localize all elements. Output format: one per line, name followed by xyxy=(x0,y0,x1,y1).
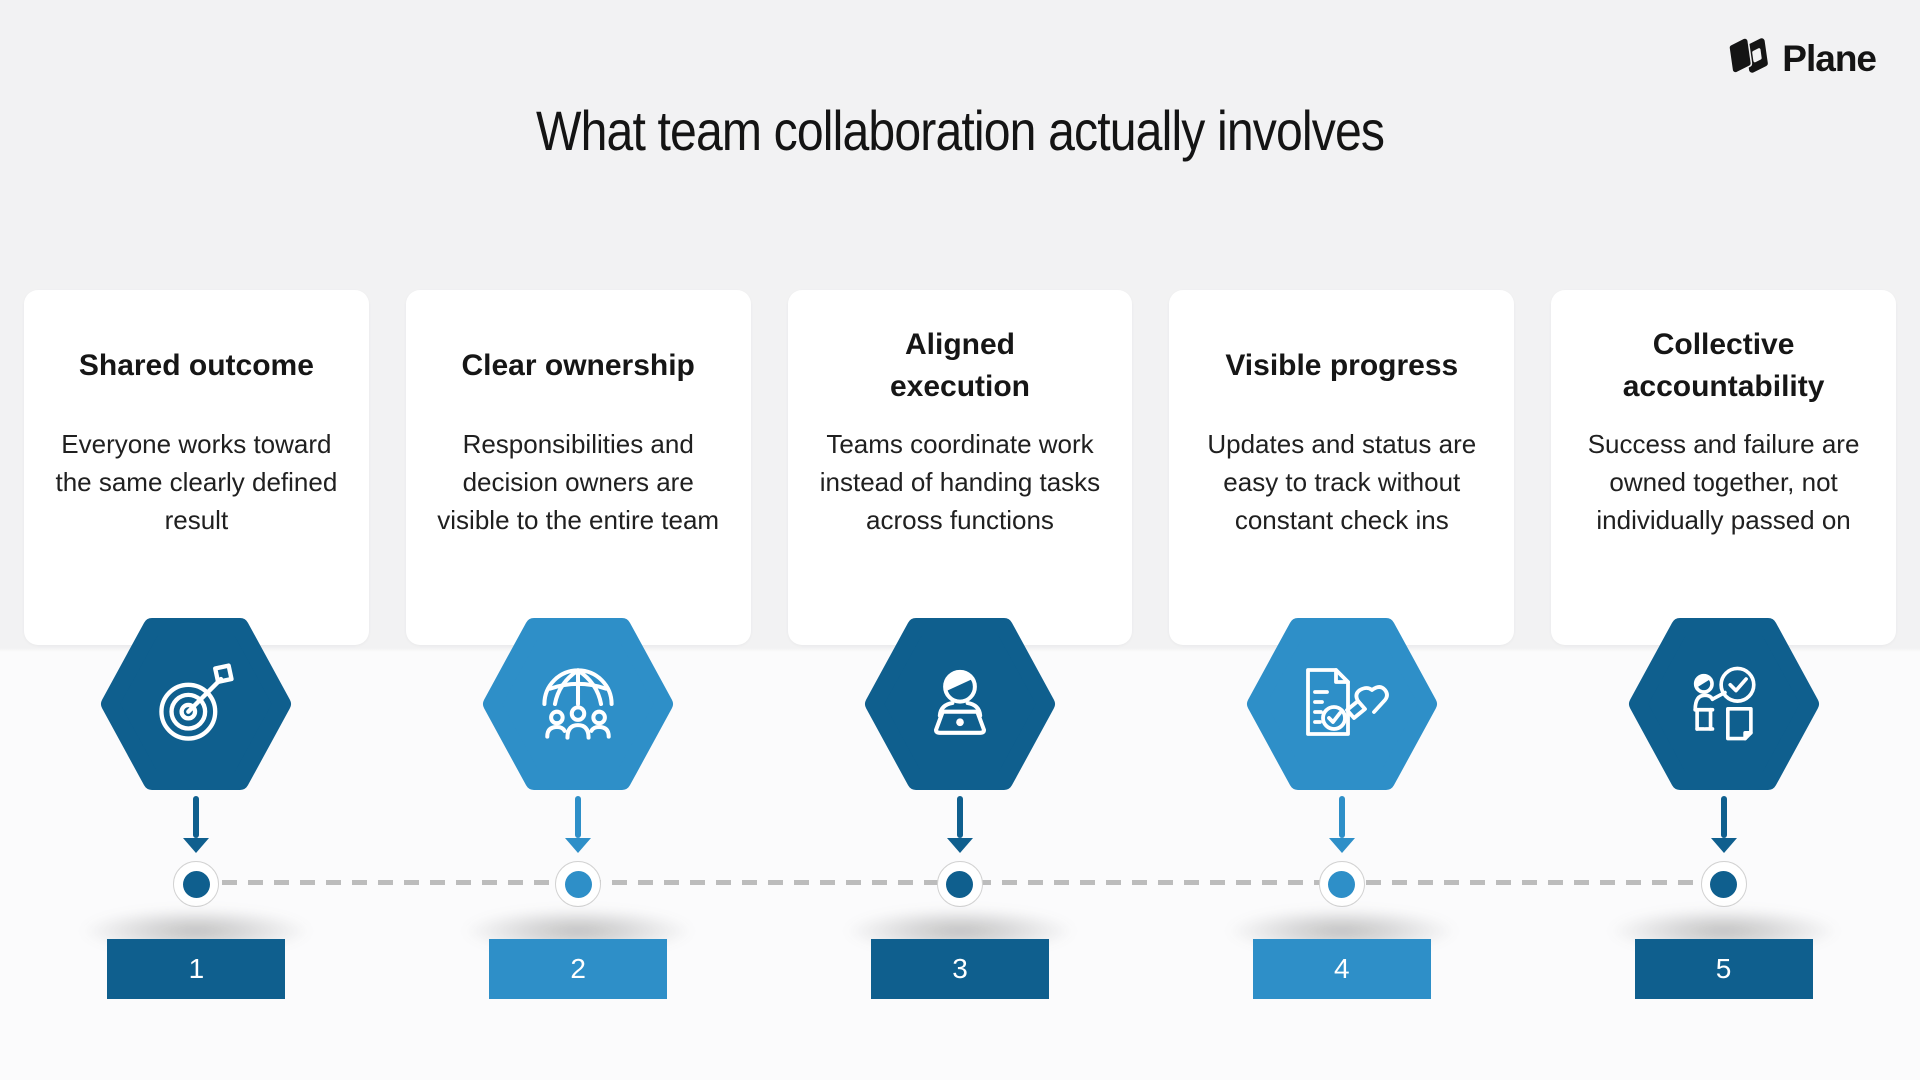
step-column-collective-accountability: Collective accountability Success and fa… xyxy=(1551,290,1896,999)
person-laptop-icon xyxy=(912,656,1008,752)
step-column-aligned-execution: Aligned execution Teams coordinate work … xyxy=(787,290,1133,999)
step-card: Shared outcome Everyone works toward the… xyxy=(24,290,369,645)
timeline-dot xyxy=(1700,861,1747,907)
step-number-block: 3 xyxy=(839,907,1080,999)
step-title: Visible progress xyxy=(1225,349,1459,382)
step-hexagon xyxy=(99,618,293,790)
step-card: Clear ownership Responsibilities and dec… xyxy=(405,290,751,645)
document-approval-icon xyxy=(1292,654,1392,754)
timeline-dot xyxy=(173,861,220,907)
down-arrow-icon xyxy=(946,796,973,853)
down-arrow-icon xyxy=(1710,796,1737,853)
down-arrow-icon xyxy=(183,796,210,853)
step-title: Aligned execution xyxy=(889,328,1030,403)
global-team-icon xyxy=(530,656,626,752)
step-number: 5 xyxy=(1634,939,1813,999)
plane-logo: Plane xyxy=(1724,34,1877,83)
step-card: Visible progress Updates and status are … xyxy=(1169,290,1515,645)
step-number: 4 xyxy=(1252,939,1431,999)
page-title: What team collaboration actually involve… xyxy=(535,99,1385,162)
step-description: Success and failure are owned together, … xyxy=(1587,429,1860,535)
step-number: 3 xyxy=(870,939,1049,999)
step-hexagon xyxy=(1245,618,1439,790)
step-number-block: 2 xyxy=(458,907,699,999)
steps-row: Shared outcome Everyone works toward the… xyxy=(24,290,1896,999)
step-description: Updates and status are easy to track wit… xyxy=(1207,429,1477,535)
step-number: 1 xyxy=(107,939,286,999)
step-number-block: 4 xyxy=(1221,907,1462,999)
step-card: Collective accountability Success and fa… xyxy=(1551,290,1896,645)
step-number-block: 5 xyxy=(1603,907,1844,999)
step-column-visible-progress: Visible progress Updates and status are … xyxy=(1169,290,1515,999)
step-column-clear-ownership: Clear ownership Responsibilities and dec… xyxy=(405,290,751,999)
down-arrow-icon xyxy=(1328,796,1355,853)
step-hexagon xyxy=(1627,618,1821,790)
step-title: Collective accountability xyxy=(1622,328,1825,403)
step-number-block: 1 xyxy=(76,907,317,999)
step-hexagon xyxy=(481,618,675,790)
step-title: Clear ownership xyxy=(461,349,695,382)
step-number: 2 xyxy=(489,939,668,999)
timeline-dot xyxy=(1318,861,1365,907)
step-description: Responsibilities and decision owners are… xyxy=(437,429,720,535)
timeline-dot xyxy=(555,861,602,907)
plane-logo-wordmark: Plane xyxy=(1782,37,1877,79)
timeline-dot xyxy=(936,861,983,907)
step-description: Teams coordinate work instead of handing… xyxy=(819,429,1101,535)
step-card: Aligned execution Teams coordinate work … xyxy=(787,290,1133,645)
down-arrow-icon xyxy=(565,796,592,853)
person-check-icon xyxy=(1676,656,1772,752)
target-arrow-icon xyxy=(148,656,244,752)
plane-logo-icon xyxy=(1724,34,1772,83)
step-description: Everyone works toward the same clearly d… xyxy=(55,429,338,535)
step-title: Shared outcome xyxy=(78,349,314,382)
step-hexagon xyxy=(863,618,1057,790)
step-column-shared-outcome: Shared outcome Everyone works toward the… xyxy=(24,290,369,999)
